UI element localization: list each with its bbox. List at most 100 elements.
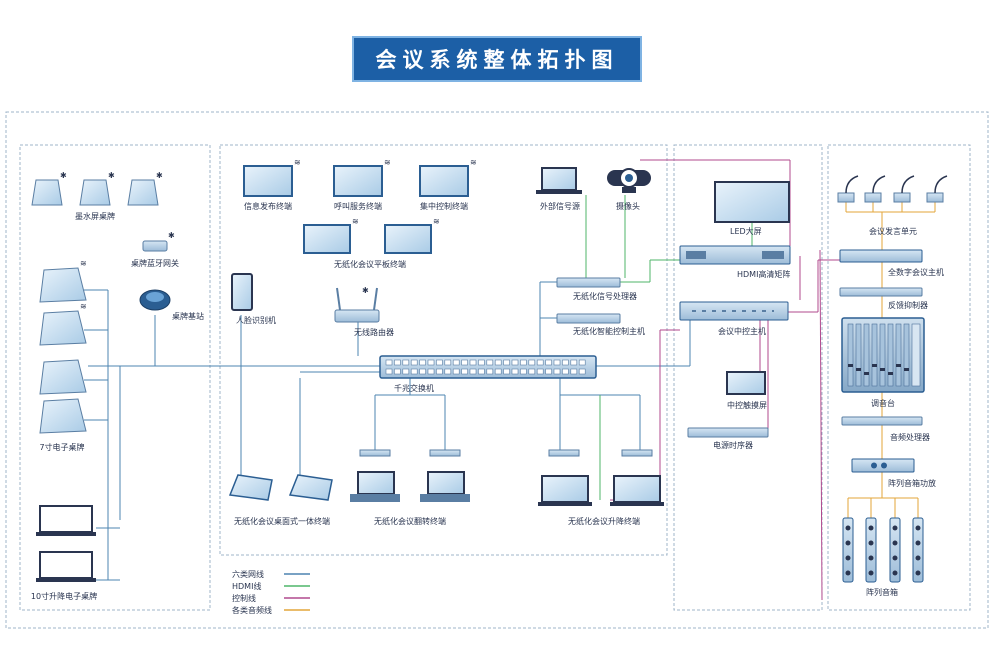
- wall-terminals: ≋ ≋ ≋ ≋ ≋: [243, 158, 477, 254]
- e-nameplate-7in-4: [39, 398, 87, 434]
- gigabit-switch-device: [379, 355, 597, 379]
- e-nameplate-7in-3: [39, 359, 87, 395]
- lines-hdmi: [585, 195, 753, 500]
- wifi-icon: ≋: [352, 217, 359, 226]
- bluetooth-icon: ✱: [362, 286, 369, 295]
- speaking-unit-2: [864, 192, 882, 203]
- speaking-unit-3: [893, 192, 911, 203]
- flip-terminal-1: [357, 471, 395, 495]
- paperless-tablet-1: [303, 224, 351, 254]
- paperless-signal-processor-device: [556, 277, 621, 288]
- label-flip-terminal: 无纸化会议翻转终端: [374, 516, 446, 526]
- bluetooth-icon: ✱: [60, 171, 67, 180]
- label-e-nameplate-10in: 10寸升降电子桌牌: [31, 591, 97, 601]
- mixer-device: [841, 317, 925, 393]
- external-signal-source-device: [536, 167, 582, 194]
- e-nameplate-10in-group: [36, 505, 96, 582]
- wifi-icon: ≋: [80, 302, 87, 311]
- led-screen-device: [714, 181, 790, 223]
- label-lift-terminal: 无纸化会议升降终端: [568, 516, 640, 526]
- label-info-release: 信息发布终端: [244, 201, 292, 211]
- legend-label: 各类音频线: [232, 605, 272, 615]
- lift-nameplate-screen-1: [39, 505, 93, 533]
- label-paperless-smart-control-host: 无纸化智能控制主机: [573, 326, 645, 336]
- label-central-control: 集中控制终端: [420, 201, 468, 211]
- lift-terminal-2: [613, 475, 661, 503]
- control-touch-screen-device: [726, 371, 766, 395]
- label-ink-screen-nameplate: 墨水屏桌牌: [75, 211, 115, 221]
- label-nameplate-base-station: 桌牌基站: [172, 311, 204, 321]
- label-array-speaker-amplifier: 阵列音箱功放: [888, 478, 936, 488]
- nameplate-bt-gateway-device: [142, 240, 168, 252]
- paperless-tablet-2: [384, 224, 432, 254]
- label-gigabit-switch: 千兆交换机: [394, 383, 434, 393]
- digital-conference-host-device: [839, 249, 923, 263]
- zone-video: [673, 144, 823, 611]
- label-paperless-signal-processor: 无纸化信号处理器: [573, 291, 637, 301]
- speaking-unit-1: [837, 192, 855, 203]
- wifi-icon: ≋: [80, 259, 87, 268]
- lift-terminal-1: [541, 475, 589, 503]
- label-face-recognition: 人脸识别机: [236, 315, 276, 325]
- desktop-terminal-2: [288, 474, 333, 501]
- label-nameplate-bt-gateway: 桌牌蓝牙网关: [131, 258, 179, 268]
- bluetooth-icon: ✱: [108, 171, 115, 180]
- e-nameplate-7in-1: [39, 267, 87, 303]
- label-external-signal-source: 外部信号源: [540, 201, 580, 211]
- label-wireless-router: 无线路由器: [354, 327, 394, 337]
- legend-label: HDMI线: [232, 581, 261, 591]
- legend-label: 六类网线: [232, 569, 264, 579]
- outer-frame: [5, 111, 989, 629]
- label-led-screen: LED大屏: [730, 226, 762, 236]
- lines-control: [610, 159, 840, 601]
- wifi-icon: ≋: [294, 158, 301, 167]
- feedback-suppressor-device: [839, 287, 923, 297]
- array-speakers: [842, 517, 924, 583]
- label-power-sequencer: 电源时序器: [713, 440, 753, 450]
- zone-paperless: [219, 144, 668, 556]
- zone-audio: [827, 144, 971, 611]
- label-desktop-all-in-one: 无纸化会议桌面式一体终端: [234, 516, 330, 526]
- desktop-all-in-one-group: [228, 474, 333, 501]
- lift-terminal-group: [538, 449, 664, 506]
- camera-device: [607, 168, 651, 193]
- power-sequencer-device: [687, 427, 769, 438]
- bluetooth-icon: ✱: [168, 231, 175, 240]
- conference-control-host-device: [679, 301, 789, 321]
- label-mixer: 调音台: [871, 398, 895, 408]
- label-hdmi-matrix: HDMI高清矩阵: [737, 269, 790, 279]
- wifi-icon: ≋: [433, 217, 440, 226]
- lines-cat6: [84, 281, 691, 581]
- wifi-icon: ≋: [384, 158, 391, 167]
- flip-terminal-2: [427, 471, 465, 495]
- label-conference-control-host: 会议中控主机: [718, 326, 766, 336]
- label-feedback-suppressor: 反馈抑制器: [888, 300, 928, 310]
- speaking-unit-4: [926, 192, 944, 203]
- conference-speaking-units: [837, 175, 948, 203]
- face-recognition-device: [231, 273, 253, 311]
- flip-terminal-group: [350, 449, 470, 502]
- page-title: 会议系统整体拓扑图: [352, 36, 642, 82]
- wifi-icon: ≋: [470, 158, 477, 167]
- paperless-smart-control-host-device: [556, 313, 621, 324]
- label-paperless-tablet: 无纸化会议平板终端: [334, 259, 406, 269]
- ink-nameplate-2: [79, 179, 111, 206]
- ink-nameplate-3: [127, 179, 159, 206]
- label-control-touch-screen: 中控触摸屏: [727, 400, 767, 410]
- call-service-terminal-device: [333, 165, 383, 197]
- label-conference-speaking-unit: 会议发言单元: [869, 226, 917, 236]
- desktop-terminal-1: [228, 474, 273, 501]
- zone-nameplates: [19, 144, 211, 611]
- info-release-terminal-device: [243, 165, 293, 197]
- audio-processor-device: [841, 416, 923, 426]
- wireless-router-device: ✱: [334, 286, 380, 323]
- label-e-nameplate-7in: 7寸电子桌牌: [39, 442, 84, 452]
- hdmi-matrix-device: [679, 245, 791, 265]
- e-nameplate-7in-2: [39, 310, 87, 346]
- label-digital-conference-host: 全数字会议主机: [888, 267, 944, 277]
- label-array-speaker: 阵列音箱: [866, 587, 898, 597]
- bluetooth-icon: ✱: [156, 171, 163, 180]
